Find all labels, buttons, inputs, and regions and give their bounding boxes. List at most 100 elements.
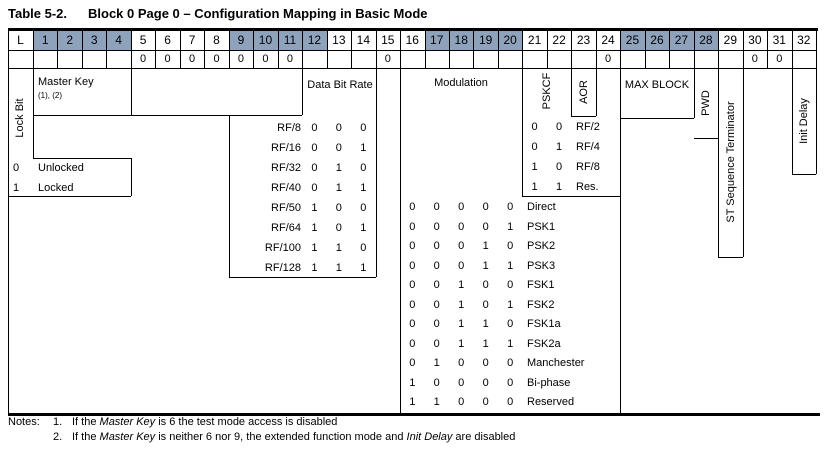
note2-text: If the Master Key is neither 6 nor 9, th…	[72, 431, 515, 443]
rate-row-label: RF/8	[277, 122, 301, 134]
grid-line	[718, 31, 720, 68]
bit-column-header: 15	[381, 33, 395, 47]
table-line	[8, 31, 9, 413]
modulation-row-label: PSK1	[527, 220, 556, 233]
modulation-bit-value: 0	[482, 220, 489, 233]
modulation-bit-value: 0	[458, 357, 465, 369]
bit-column-header: 29	[723, 33, 738, 47]
modulation-row-label: PSK3	[527, 259, 556, 272]
pskcf-bit-value: 0	[556, 161, 563, 173]
modulation-bit-value: 0	[433, 298, 440, 311]
pskcf-label: PSKCF	[541, 72, 553, 110]
modulation-bit-value: 0	[409, 318, 416, 330]
modulation-bit-value: 0	[507, 376, 514, 389]
grid-line	[644, 31, 646, 68]
modulation-bit-value: 0	[482, 298, 489, 311]
grid-line	[620, 31, 622, 68]
grid-line	[326, 31, 328, 68]
modulation-bit-value: 1	[507, 220, 514, 233]
modulation-bit-value: 1	[409, 396, 416, 408]
grid-line	[571, 31, 573, 68]
table-line	[375, 68, 377, 277]
modulation-row-label: FSK2a	[527, 337, 561, 350]
rate-bit-value: 0	[311, 182, 318, 194]
grid-line	[302, 31, 304, 68]
grid-line	[400, 31, 402, 68]
table-line	[228, 277, 376, 278]
master-key-label: Master Key	[38, 76, 94, 88]
modulation-bit-value: 0	[433, 220, 440, 233]
modulation-bit-value: 0	[482, 396, 489, 408]
rate-row-label: RF/100	[264, 242, 301, 254]
grid-line	[742, 31, 744, 68]
table-line	[595, 68, 597, 116]
modulation-bit-value: 0	[409, 357, 416, 369]
table-line	[8, 50, 816, 51]
modulation-bit-value: 0	[433, 279, 440, 291]
grid-line	[546, 31, 548, 68]
modulation-bit-value: 0	[433, 337, 440, 350]
rate-row-label: RF/16	[271, 142, 301, 154]
modulation-row-label: Reserved	[527, 396, 575, 408]
table-line	[130, 158, 132, 196]
table-line	[620, 68, 622, 413]
table-line	[33, 115, 303, 116]
grid-line	[595, 31, 597, 68]
rate-bit-value: 1	[360, 182, 367, 194]
modulation-bit-value: 0	[458, 220, 465, 233]
table-line	[522, 68, 524, 196]
grid-line	[522, 31, 524, 68]
grid-line	[448, 31, 450, 68]
modulation-row-label: Manchester	[527, 357, 585, 369]
bit-preset-value: 0	[776, 53, 783, 65]
modulation-bit-value: 0	[409, 201, 416, 213]
bit-column-header: 1	[41, 33, 49, 47]
data-bit-rate-label: Data Bit Rate	[307, 79, 373, 91]
modulation-row-label: FSK2	[527, 298, 555, 311]
rate-bit-value: 1	[335, 162, 342, 174]
note-text-segment: If the	[72, 431, 100, 443]
note-text-segment: Master Key	[99, 431, 156, 443]
modulation-bit-value: 0	[458, 396, 465, 408]
rate-bit-value: 0	[360, 242, 367, 254]
bit-column-header: 24	[601, 33, 615, 47]
note-text-segment: Init Delay	[406, 431, 453, 443]
modulation-bit-value: 0	[482, 357, 489, 369]
table-top-rule	[8, 28, 818, 31]
bit-column-header: 30	[748, 33, 762, 47]
modulation-bit-value: 0	[433, 318, 440, 330]
grid-line	[497, 31, 499, 68]
modulation-row-label: Direct	[527, 201, 556, 213]
modulation-bit-value: 0	[433, 240, 440, 252]
table-line	[8, 68, 816, 69]
modulation-bit-value: 0	[409, 220, 416, 233]
grid-line	[130, 31, 132, 68]
grid-line	[277, 31, 279, 68]
pwd-label: PWD	[700, 90, 712, 116]
rate-bit-value: 0	[335, 202, 342, 214]
modulation-bit-value: 1	[507, 298, 514, 311]
table-line	[718, 257, 743, 258]
table-line	[791, 68, 793, 174]
bit-preset-value: 0	[188, 53, 196, 65]
bit-column-header: 28	[699, 33, 713, 47]
modulation-bit-value: 0	[482, 279, 489, 291]
bit-column-header: 12	[307, 33, 322, 47]
bit-column-header: 25	[625, 33, 640, 47]
table-line	[8, 196, 131, 197]
bit-column-header: 11	[283, 33, 297, 47]
modulation-bit-value: 0	[433, 259, 440, 272]
modulation-row-label: PSK2	[527, 240, 556, 252]
lock-legend-label: Unlocked	[38, 162, 84, 174]
bit-column-header: 20	[503, 33, 517, 47]
bit-column-header: 2	[66, 33, 74, 47]
bit-column-header: 3	[90, 33, 98, 47]
rate-bit-value: 0	[335, 122, 342, 134]
rate-bit-value: 0	[311, 142, 318, 154]
modulation-bit-value: 0	[507, 357, 514, 369]
grid-line	[228, 31, 230, 68]
table-line	[816, 31, 817, 174]
modulation-bit-value: 1	[433, 357, 440, 369]
rate-row-label: RF/32	[271, 162, 301, 174]
